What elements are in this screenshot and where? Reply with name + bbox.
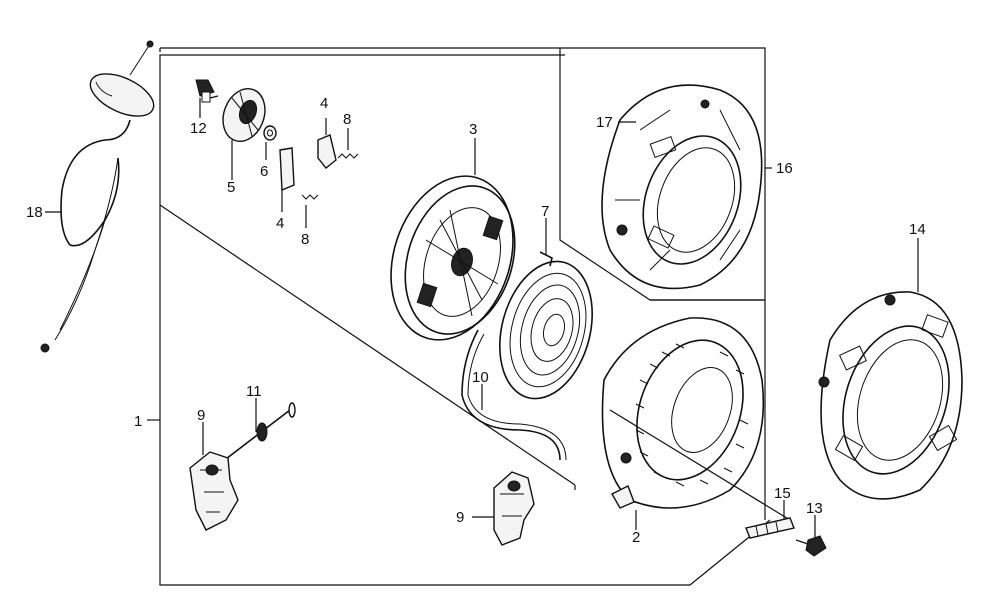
label-7: 7 bbox=[541, 203, 549, 220]
label-12: 12 bbox=[190, 120, 207, 137]
assembly-boundary-1 bbox=[159, 54, 771, 586]
collar-15 bbox=[745, 517, 795, 539]
label-8-upper: 8 bbox=[343, 111, 351, 128]
label-18: 18 bbox=[26, 204, 43, 221]
starter-case-17 bbox=[601, 84, 763, 290]
pawl-4-lower bbox=[279, 147, 295, 212]
washer-6 bbox=[263, 125, 277, 141]
label-13: 13 bbox=[806, 500, 823, 517]
label-8-lower: 8 bbox=[301, 231, 309, 248]
starter-rope-18 bbox=[40, 119, 131, 353]
diagonal-divider bbox=[159, 204, 576, 486]
label-4-upper: 4 bbox=[320, 95, 328, 112]
diagonal-leader-2 bbox=[609, 409, 791, 521]
label-1: 1 bbox=[134, 413, 142, 430]
friction-plate-9-left bbox=[189, 451, 239, 531]
assembly-boundary-16 bbox=[559, 47, 766, 301]
label-9-left: 9 bbox=[197, 407, 205, 424]
label-10: 10 bbox=[472, 369, 489, 386]
label-2: 2 bbox=[632, 529, 640, 546]
pawl-4-upper bbox=[317, 118, 337, 169]
starter-case-2 bbox=[601, 317, 765, 509]
recoil-spring-7 bbox=[498, 251, 594, 400]
label-16: 16 bbox=[776, 160, 793, 177]
label-17: 17 bbox=[596, 114, 613, 131]
label-14: 14 bbox=[909, 221, 926, 238]
assembly-boundary-2 bbox=[650, 299, 766, 520]
pawl-spring-8-lower bbox=[301, 194, 319, 228]
label-11: 11 bbox=[246, 383, 262, 400]
label-5: 5 bbox=[227, 179, 235, 196]
label-3: 3 bbox=[469, 121, 477, 138]
label-6: 6 bbox=[260, 163, 268, 180]
ratchet-5 bbox=[222, 88, 266, 142]
rope-guide-10 bbox=[461, 329, 567, 461]
label-15: 15 bbox=[774, 485, 791, 502]
bolt-12 bbox=[195, 79, 219, 103]
starter-cover-14 bbox=[818, 291, 963, 500]
bolt-11 bbox=[221, 402, 296, 463]
flange-bolt-13 bbox=[795, 535, 827, 557]
reel-3 bbox=[390, 175, 516, 341]
friction-plate-9-right bbox=[493, 471, 535, 546]
starter-grip-18 bbox=[89, 40, 155, 117]
pawl-spring-8-upper bbox=[337, 128, 359, 159]
label-4-lower: 4 bbox=[276, 215, 284, 232]
label-9-right: 9 bbox=[456, 509, 464, 526]
